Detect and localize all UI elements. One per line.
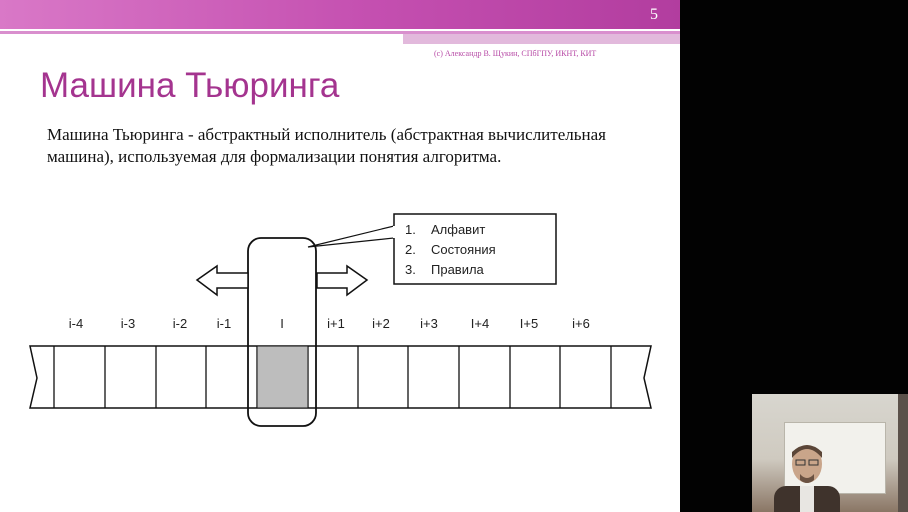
slide-title: Машина Тьюринга [40,66,340,105]
callout-box: 1. Алфавит 2. Состояния 3. Правила [307,213,557,285]
callout-number-3: 3. [405,262,416,277]
page-number: 5 [650,6,658,23]
cell-label: i-4 [69,316,83,331]
callout-number-1: 1. [405,222,416,237]
cell-label: i+1 [327,316,345,331]
cell-label: i+6 [572,316,590,331]
cell-label: i+2 [372,316,390,331]
header-accent-line [0,31,680,34]
callout-number-2: 2. [405,242,416,257]
left-arrow-icon [195,264,249,297]
header-bar [0,0,680,29]
lecturer-image [774,445,840,512]
cell-label: i-1 [217,316,231,331]
current-cell [256,345,309,409]
cell-label: I+5 [520,316,538,331]
cell-label: I [280,316,284,331]
author-credit: (c) Александр В. Щукин, СПбГПУ, ИКНТ, КИ… [434,49,597,58]
callout-item-rules: Правила [431,262,485,277]
tape [29,345,652,409]
turing-machine-diagram: 1. Алфавит 2. Состояния 3. Правила i-4 i… [29,213,652,427]
header-tab [403,34,680,44]
read-write-head [247,237,317,427]
webcam-edge [898,394,908,512]
definition-text: Машина Тьюринга - абстрактный исполнител… [47,125,606,166]
cell-label: i-3 [121,316,135,331]
cell-index-labels: i-4 i-3 i-2 i-1 I i+1 i+2 i+3 I+4 I+5 i+… [69,316,590,331]
presentation-slide: 5 (c) Александр В. Щукин, СПбГПУ, ИКНТ, … [0,0,680,512]
callout-item-states: Состояния [431,242,496,257]
right-arrow-icon [316,264,369,297]
cell-label: i-2 [173,316,187,331]
callout-item-alphabet: Алфавит [431,222,485,237]
webcam-overlay [752,394,908,512]
cell-label: I+4 [471,316,489,331]
cell-label: i+3 [420,316,438,331]
